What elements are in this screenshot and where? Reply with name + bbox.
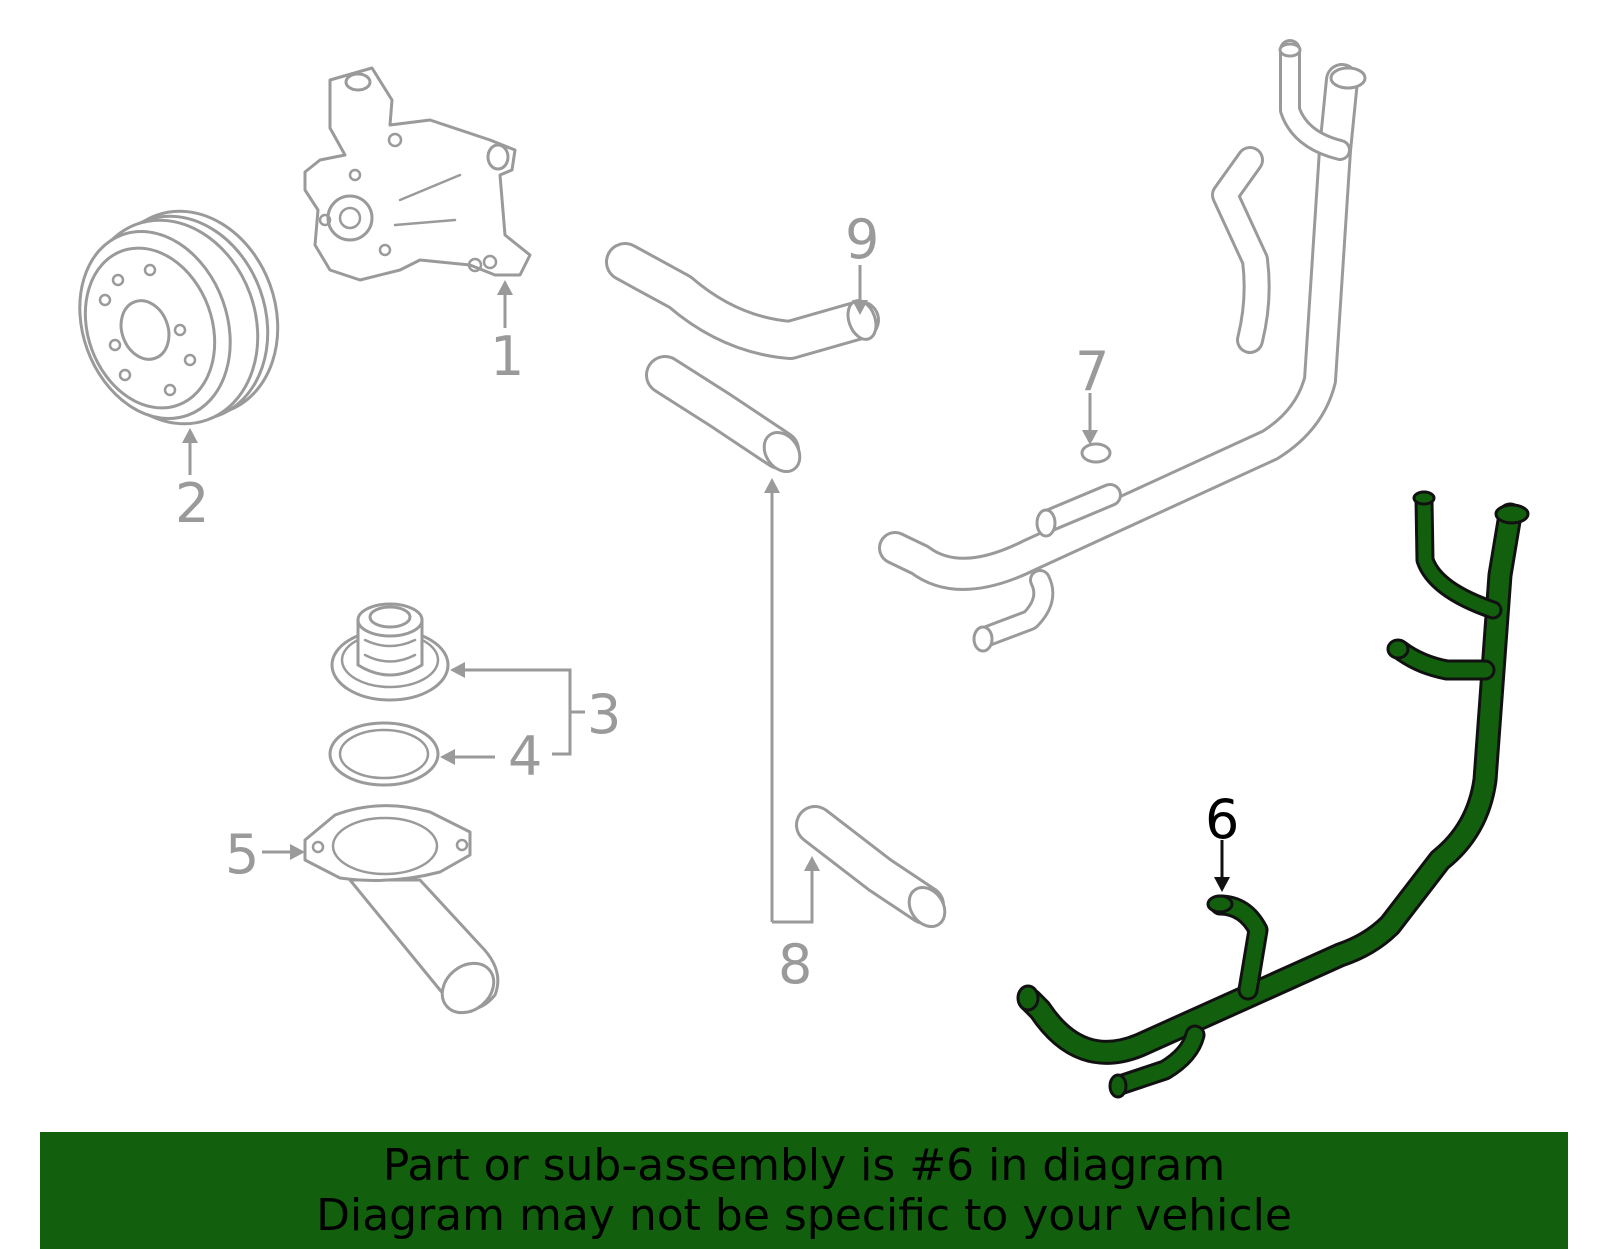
banner-line-1: Part or sub-assembly is #6 in diagram [382, 1139, 1226, 1191]
water-pump-part-1 [303, 66, 532, 282]
callout-9: 9 [845, 208, 879, 271]
callout-8: 8 [778, 933, 812, 996]
thermostat-housing-part-5 [303, 804, 500, 1015]
callout-2: 2 [175, 472, 209, 535]
hose-part-8-lower [795, 805, 947, 928]
callout-5: 5 [225, 823, 259, 886]
callout-7: 7 [1075, 340, 1109, 403]
thermostat-part-3 [330, 602, 450, 702]
callout-1: 1 [490, 325, 524, 388]
callout-6: 6 [1205, 788, 1239, 851]
water-pipe-part-6-highlighted [1016, 490, 1530, 1099]
hose-part-8-upper [645, 355, 802, 473]
gasket-part-4 [328, 721, 440, 787]
water-pipe-part-7 [878, 39, 1367, 653]
pulley-part-2 [78, 209, 280, 426]
callout-4: 4 [508, 725, 542, 788]
info-banner: Part or sub-assembly is #6 in diagram Di… [40, 1132, 1568, 1249]
callout-3: 3 [587, 683, 621, 746]
leader-lines [182, 265, 1230, 924]
banner-line-2: Diagram may not be specific to your vehi… [316, 1189, 1292, 1241]
hose-part-9 [605, 242, 880, 360]
